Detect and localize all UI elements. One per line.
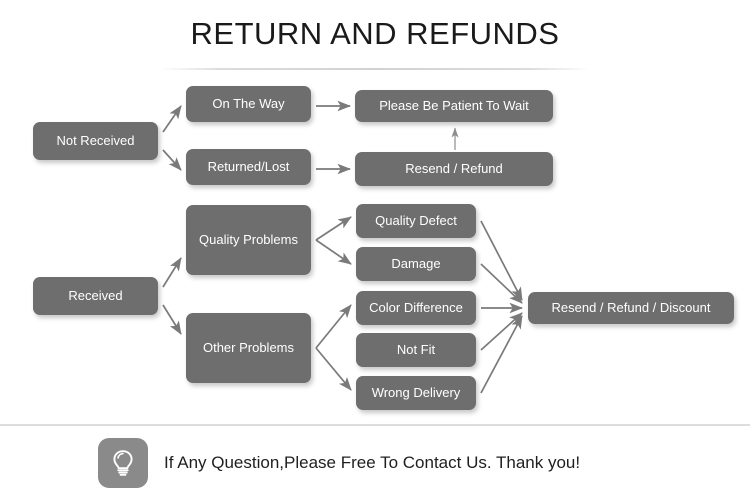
arrow-other-problems-to-color-difference bbox=[315, 304, 352, 349]
arrow-quality-problems-to-quality-defect bbox=[315, 216, 352, 241]
title-divider bbox=[160, 68, 590, 70]
arrow-not-fit-to-final bbox=[480, 312, 523, 351]
arrow-received-to-other-problems bbox=[162, 304, 182, 335]
footer-note: If Any Question,Please Free To Contact U… bbox=[98, 438, 580, 488]
footer-divider bbox=[0, 424, 750, 426]
footer-text: If Any Question,Please Free To Contact U… bbox=[164, 453, 581, 472]
arrow-received-to-quality-problems bbox=[162, 257, 182, 288]
node-resend-refund-discount[interactable]: Resend / Refund / Discount bbox=[528, 292, 734, 324]
node-wrong-delivery[interactable]: Wrong Delivery bbox=[356, 376, 476, 410]
node-quality-defect[interactable]: Quality Defect bbox=[356, 204, 476, 238]
arrow-not-received-to-on-the-way bbox=[162, 105, 182, 133]
arrow-quality-problems-to-damage bbox=[315, 239, 352, 265]
node-damage[interactable]: Damage bbox=[356, 247, 476, 281]
arrow-damage-to-final bbox=[480, 263, 523, 304]
lightbulb-icon bbox=[98, 438, 148, 488]
node-resend-refund[interactable]: Resend / Refund bbox=[355, 152, 553, 186]
arrow-not-received-to-returned-lost bbox=[162, 149, 182, 171]
node-quality-problems[interactable]: Quality Problems bbox=[186, 205, 311, 275]
arrow-quality-defect-to-final bbox=[480, 220, 523, 301]
node-received[interactable]: Received bbox=[33, 277, 158, 315]
arrow-other-problems-to-wrong-delivery bbox=[315, 347, 352, 391]
node-not-fit[interactable]: Not Fit bbox=[356, 333, 476, 367]
node-on-the-way[interactable]: On The Way bbox=[186, 86, 311, 122]
node-color-difference[interactable]: Color Difference bbox=[356, 291, 476, 325]
arrow-wrong-delivery-to-final bbox=[480, 315, 523, 394]
node-returned-lost[interactable]: Returned/Lost bbox=[186, 149, 311, 185]
page-title: RETURN AND REFUNDS bbox=[190, 16, 560, 51]
node-not-received[interactable]: Not Received bbox=[33, 122, 158, 160]
node-other-problems[interactable]: Other Problems bbox=[186, 313, 311, 383]
node-please-be-patient-to-wait[interactable]: Please Be Patient To Wait bbox=[355, 90, 553, 122]
